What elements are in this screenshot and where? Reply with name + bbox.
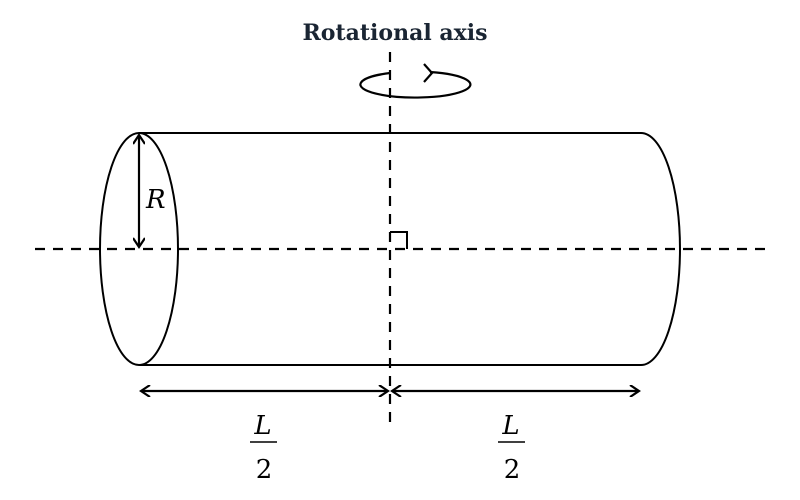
right-angle-mark	[390, 231, 408, 249]
diagram-title: Rotational axis	[303, 20, 488, 46]
cylinder-right-face	[640, 132, 681, 366]
radius-label: R	[145, 185, 166, 215]
rotation-arrow	[359, 70, 472, 99]
fraction-denominator: 2	[504, 455, 521, 485]
rotation-arrowhead	[423, 63, 434, 83]
fraction-numerator: L	[253, 411, 271, 441]
fraction-denominator: 2	[256, 455, 273, 485]
fraction-numerator: L	[501, 411, 519, 441]
left-half-length-label: L 2	[250, 411, 277, 485]
right-half-length-label: L 2	[498, 411, 525, 485]
